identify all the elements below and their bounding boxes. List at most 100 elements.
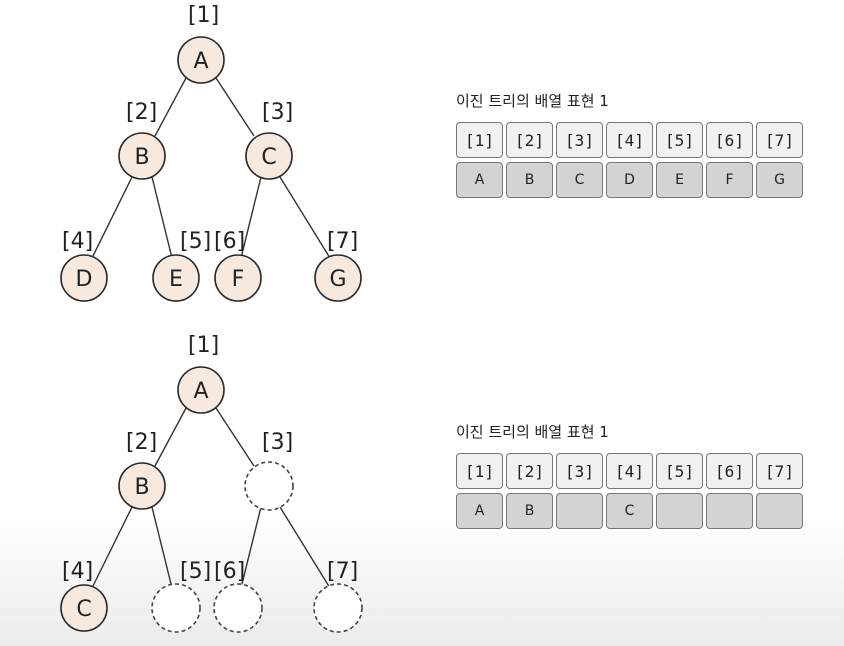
tree-node-empty: [7] bbox=[313, 559, 363, 633]
array-title: 이진 트리의 배열 표현 1 bbox=[456, 92, 609, 110]
tree-node: [1] A bbox=[177, 3, 225, 84]
edge-b-5 bbox=[151, 506, 173, 589]
node-label: G bbox=[329, 267, 346, 292]
node-circle-dashed bbox=[244, 461, 294, 511]
edge-a-b bbox=[154, 77, 187, 137]
node-circle bbox=[60, 584, 108, 632]
edge-b-c bbox=[91, 506, 133, 589]
array-value-cell: B bbox=[506, 493, 553, 529]
array-representation-bottom: 이진 트리의 배열 표현 1 [1] [2] [3] [4] [5] [6] [… bbox=[456, 421, 803, 533]
node-label: E bbox=[169, 267, 183, 292]
array-value-cell bbox=[706, 493, 753, 529]
array-value-row: A B C bbox=[456, 493, 803, 529]
array-value-cell: C bbox=[556, 162, 603, 198]
node-circle bbox=[177, 36, 225, 84]
array-index-cell: [4] bbox=[606, 122, 653, 158]
node-circle bbox=[214, 254, 262, 302]
array-index-cell: [5] bbox=[656, 453, 703, 489]
tree-node: [2] B bbox=[118, 100, 166, 180]
node-circle bbox=[177, 366, 225, 414]
tree-node-empty: [6] bbox=[213, 559, 263, 633]
node-index-label: [5] bbox=[180, 229, 211, 254]
node-index-label: [1] bbox=[188, 333, 219, 358]
tree-node: [5] E bbox=[152, 229, 211, 302]
array-index-cell: [7] bbox=[756, 453, 803, 489]
array-index-cell: [7] bbox=[756, 122, 803, 158]
array-index-cell: [2] bbox=[506, 122, 553, 158]
edge-c-f bbox=[240, 176, 262, 259]
array-title: 이진 트리의 배열 표현 1 bbox=[456, 423, 609, 441]
node-label: A bbox=[193, 49, 208, 74]
edge-a-3 bbox=[215, 407, 255, 467]
array-value-cell: A bbox=[456, 162, 503, 198]
array-value-cell: E bbox=[656, 162, 703, 198]
array-index-cell: [4] bbox=[606, 453, 653, 489]
tree-node: [4] D bbox=[60, 229, 108, 302]
node-circle bbox=[245, 132, 293, 180]
node-index-label: [3] bbox=[262, 430, 293, 455]
node-circle bbox=[118, 132, 166, 180]
array-index-cell: [1] bbox=[456, 453, 503, 489]
node-index-label: [3] bbox=[262, 100, 293, 125]
node-circle-dashed bbox=[313, 583, 363, 633]
tree-node-empty: [3] bbox=[244, 430, 294, 511]
tree-bottom: [1] A [2] B [3] [4] C [5] [6] [7] bbox=[60, 333, 363, 633]
node-circle-dashed bbox=[151, 583, 201, 633]
array-index-cell: [3] bbox=[556, 453, 603, 489]
node-index-label: [1] bbox=[188, 3, 219, 28]
edge-a-b bbox=[154, 407, 187, 467]
tree-node: [6] F bbox=[214, 229, 262, 302]
array-value-cell: B bbox=[506, 162, 553, 198]
array-index-cell: [6] bbox=[706, 453, 753, 489]
array-index-cell: [5] bbox=[656, 122, 703, 158]
edge-b-d bbox=[91, 176, 133, 259]
node-index-label: [6] bbox=[214, 559, 245, 584]
node-label: B bbox=[134, 145, 149, 170]
array-value-cell: D bbox=[606, 162, 653, 198]
array-value-cell: A bbox=[456, 493, 503, 529]
array-index-row: [1] [2] [3] [4] [5] [6] [7] bbox=[456, 453, 803, 489]
edge-3-6 bbox=[240, 506, 262, 589]
node-label: F bbox=[232, 267, 245, 292]
tree-top: [1] A [2] B [3] C [4] D [5] E [6] F bbox=[60, 3, 362, 302]
node-circle bbox=[314, 254, 362, 302]
tree-node: [7] G bbox=[314, 229, 362, 302]
edge-b-e bbox=[151, 176, 173, 259]
node-label: D bbox=[76, 267, 93, 292]
tree-node: [3] C bbox=[245, 100, 293, 180]
edge-3-7 bbox=[279, 506, 331, 589]
array-value-cell: C bbox=[606, 493, 653, 529]
tree-node-empty: [5] bbox=[151, 559, 211, 633]
node-circle bbox=[118, 462, 166, 510]
edge-c-g bbox=[279, 176, 331, 259]
tree-node: [4] C bbox=[60, 559, 108, 632]
array-representation-top: 이진 트리의 배열 표현 1 [1] [2] [3] [4] [5] [6] [… bbox=[456, 90, 803, 202]
node-index-label: [4] bbox=[62, 559, 93, 584]
node-circle bbox=[152, 254, 200, 302]
tree-node: [1] A bbox=[177, 333, 225, 414]
array-value-cell: F bbox=[706, 162, 753, 198]
node-label: C bbox=[76, 597, 91, 622]
node-index-label: [6] bbox=[214, 229, 245, 254]
node-index-label: [4] bbox=[62, 229, 93, 254]
node-index-label: [7] bbox=[327, 559, 358, 584]
node-label: B bbox=[134, 475, 149, 500]
node-index-label: [7] bbox=[327, 229, 358, 254]
node-index-label: [2] bbox=[126, 100, 157, 125]
edge-a-c bbox=[215, 77, 255, 137]
array-index-row: [1] [2] [3] [4] [5] [6] [7] bbox=[456, 122, 803, 158]
tree-node: [2] B bbox=[118, 430, 166, 510]
node-label: A bbox=[193, 379, 208, 404]
array-value-cell bbox=[656, 493, 703, 529]
array-value-cell bbox=[756, 493, 803, 529]
node-circle bbox=[60, 254, 108, 302]
array-value-cell bbox=[556, 493, 603, 529]
node-circle-dashed bbox=[213, 583, 263, 633]
array-index-cell: [3] bbox=[556, 122, 603, 158]
node-index-label: [2] bbox=[126, 430, 157, 455]
array-index-cell: [2] bbox=[506, 453, 553, 489]
array-value-row: A B C D E F G bbox=[456, 162, 803, 198]
node-index-label: [5] bbox=[180, 559, 211, 584]
node-label: C bbox=[261, 145, 276, 170]
